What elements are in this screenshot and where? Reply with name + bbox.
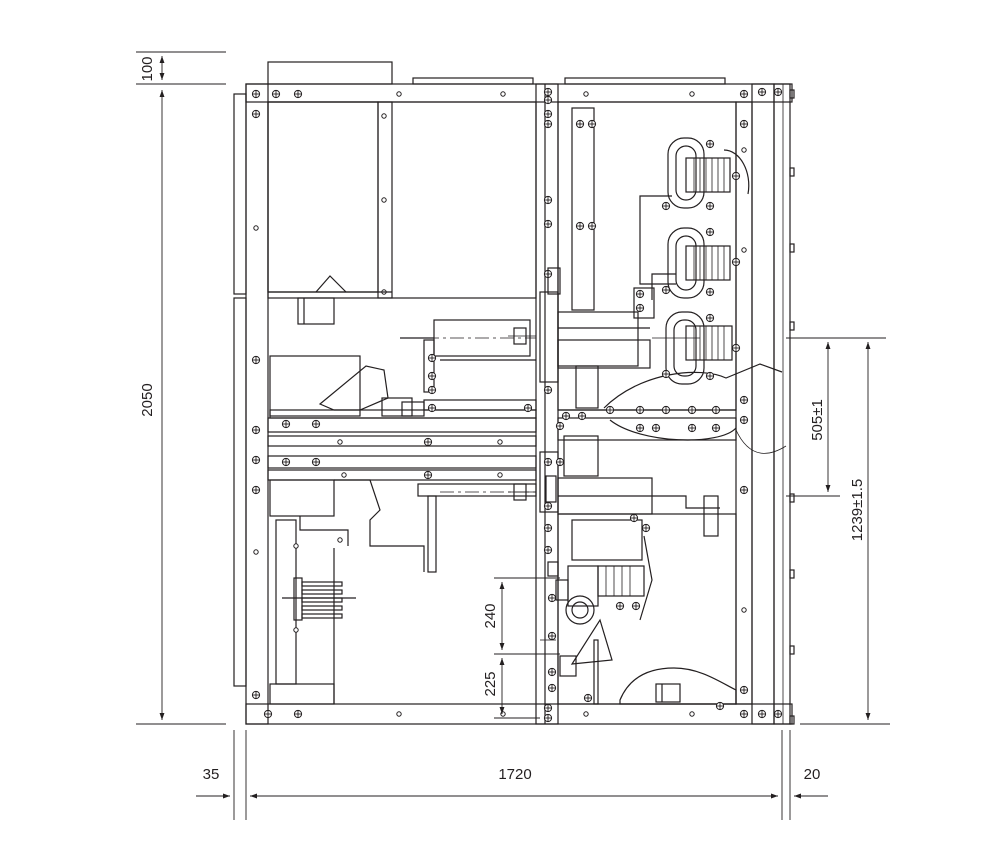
dim-width-total: 1720 (498, 766, 531, 783)
frame-bolts (251, 87, 783, 723)
frame-dots (253, 91, 747, 717)
dim-bushing-height: 1239±1.5 (849, 479, 866, 541)
dim-contact-height: 505±1 (809, 399, 826, 441)
busbar-compartment (557, 101, 787, 454)
dim-offset-left: 35 (203, 766, 220, 783)
dim-lower-240: 240 (482, 603, 499, 628)
dimension-labels: 100 2050 1720 35 20 505±1 1239±1.5 240 2… (139, 56, 866, 783)
lower-mechanism-parts (540, 421, 565, 693)
dim-offset-right: 20 (804, 766, 821, 783)
dim-height-total: 2050 (139, 383, 156, 416)
cabinet-outline (233, 61, 795, 725)
cable-compartment (557, 495, 737, 711)
dimension-lines (136, 51, 890, 820)
dim-height-top: 100 (139, 56, 156, 81)
lv-compartment (267, 101, 537, 325)
breaker-compartment (267, 319, 537, 705)
current-transformers (633, 137, 750, 385)
dim-lower-225: 225 (482, 671, 499, 696)
